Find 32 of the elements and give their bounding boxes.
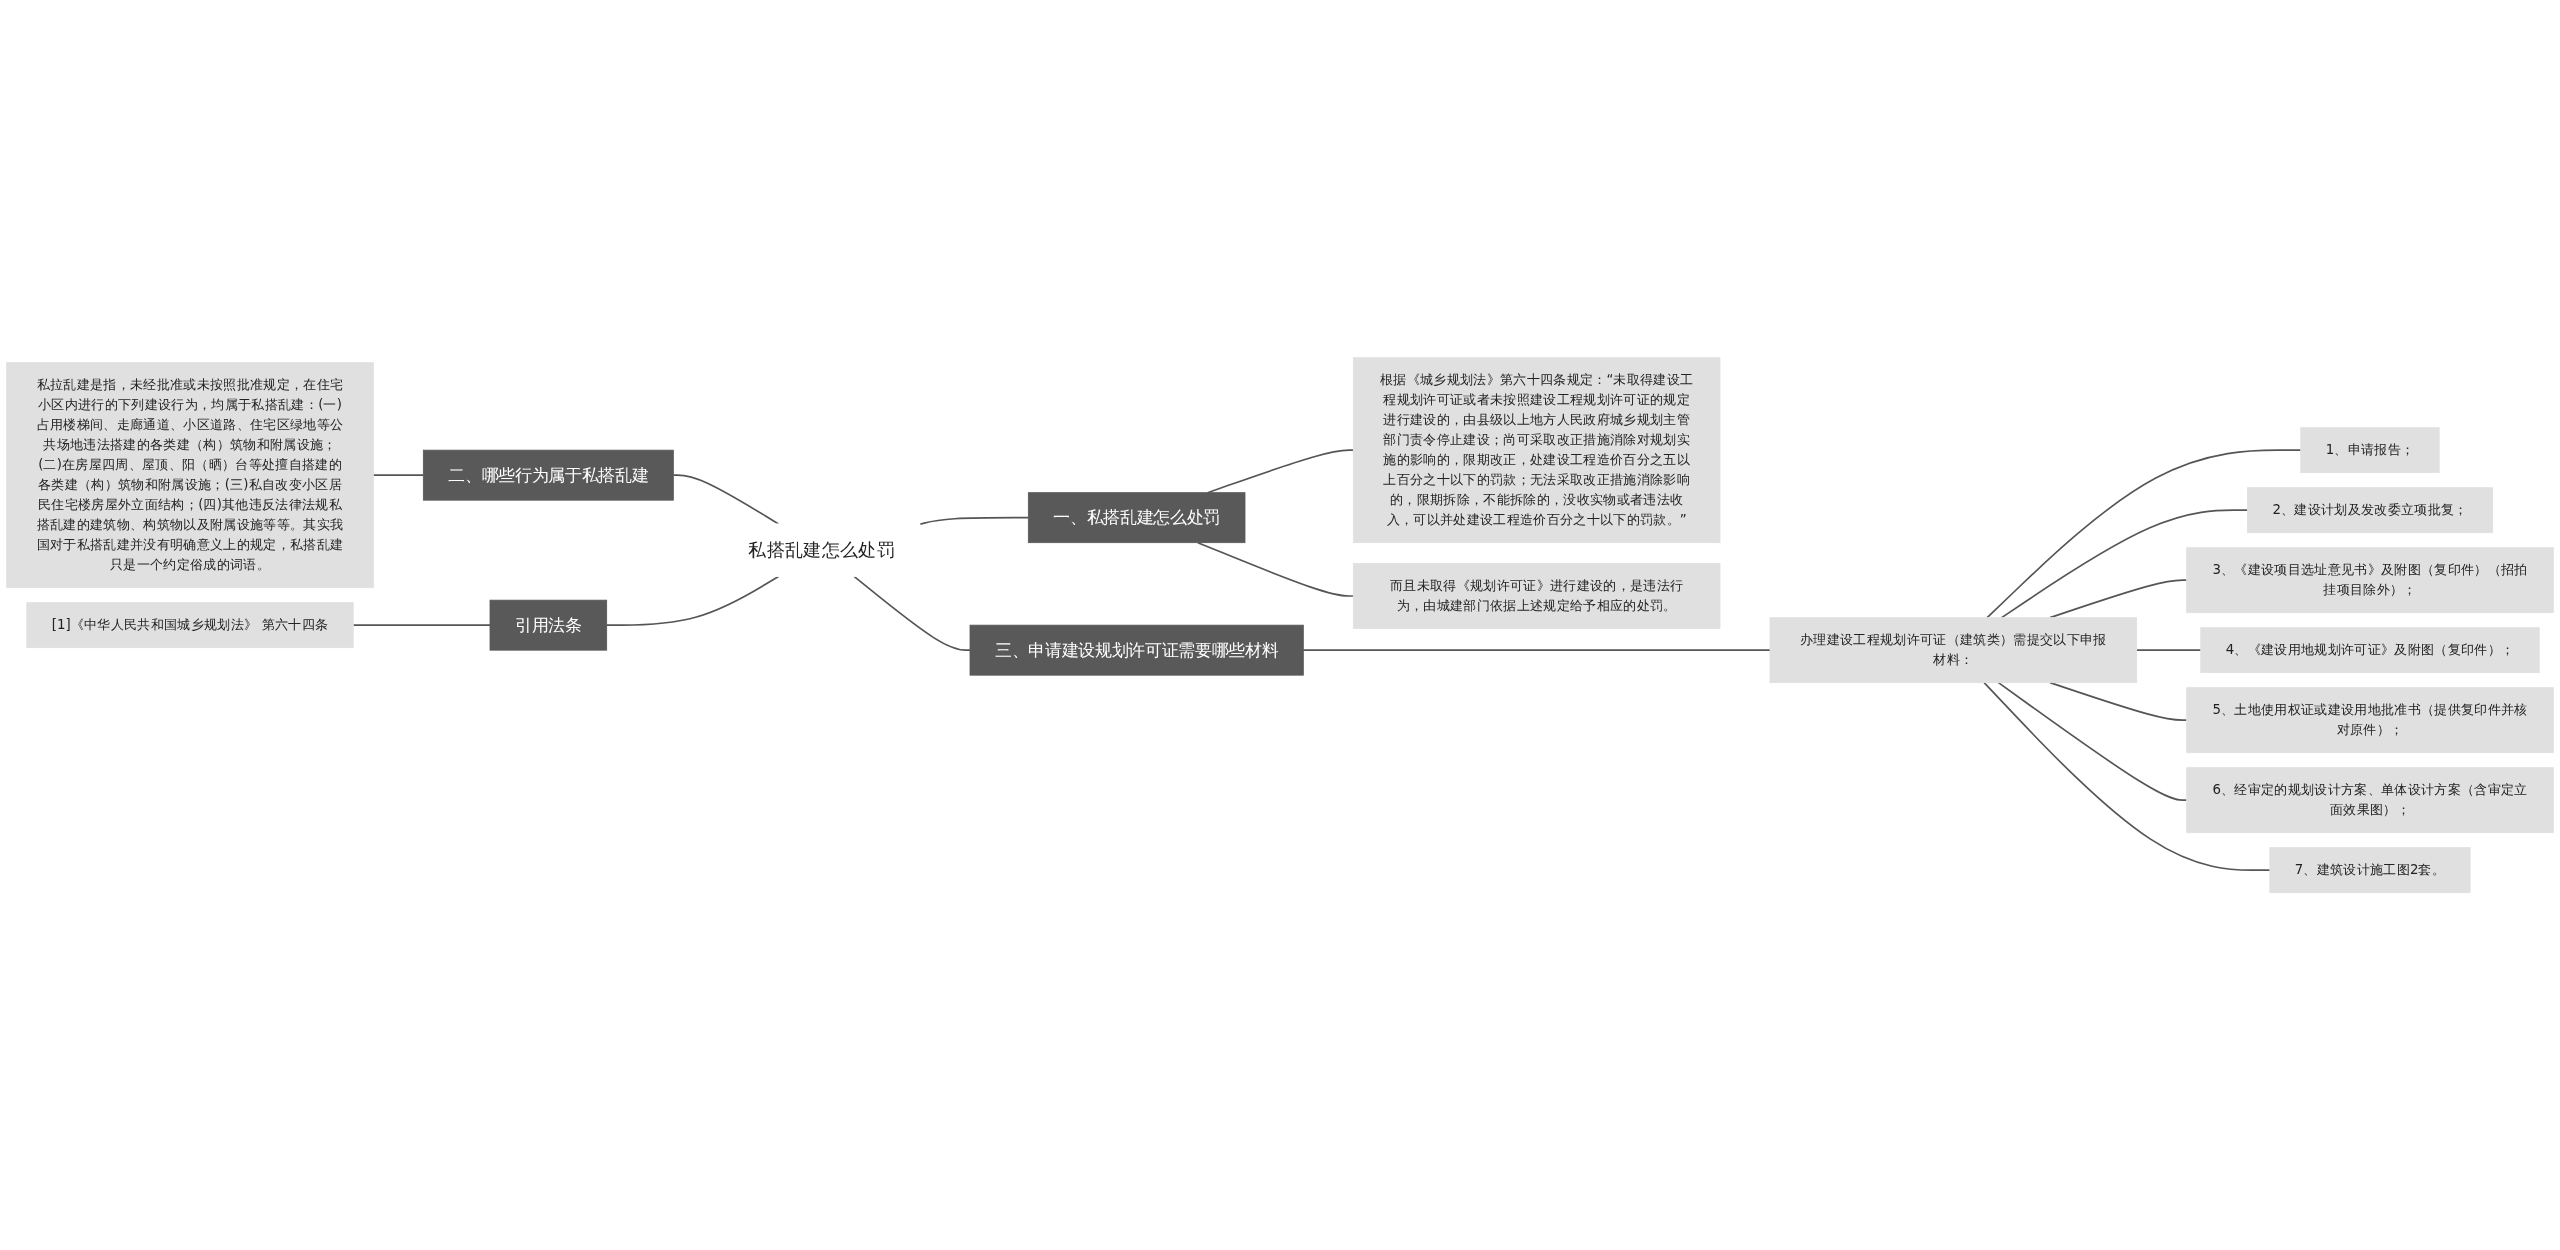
node-box: 3、《建设项目选址意见书》及附图（复印件）（招拍挂项目除外）； — [2186, 547, 2554, 613]
node-box: 而且未取得《规划许可证》进行建设的，是违法行为，由城建部门依据上述规定给予相应的处罚。 — [1352, 562, 1721, 629]
connector — [853, 575, 971, 651]
node-text: 私搭乱建怎么处罚 — [748, 539, 895, 561]
connector — [672, 474, 780, 525]
connector — [352, 624, 491, 626]
connector — [919, 516, 1030, 525]
connector — [2049, 681, 2188, 721]
node-box: 4、《建设用地规划许可证》及附图（复印件）； — [2200, 627, 2540, 673]
node-box: 引用法条 — [489, 599, 608, 651]
node-box: 根据《城乡规划法》第六十四条规定：“未取得建设工程规划许可证或者未按照建设工程规划许可证的规定进行建设的，由县级以上地方人民政府城乡规划主管部门责令停止建设；尚可采取改正措施消除对规划实施的影响的，限期改正，处建设工程造价百分之五以上百分之十以下的罚款；无法采取改正措施消除影响的，限期拆除，不能拆除的，没收实物或者违法收入，可以并处建设工程造价百分之十以下的罚款。” — [1352, 357, 1721, 543]
node-box: 1、申请报告； — [2300, 427, 2440, 473]
node-box: 6、经审定的规划设计方案、单体设计方案（含审定立面效果图）； — [2186, 767, 2554, 833]
node-box: 二、哪些行为属于私搭乱建 — [422, 449, 674, 501]
node-box: 2、建设计划及发改委立项批复； — [2247, 487, 2493, 533]
connector — [1983, 681, 2271, 871]
node-box: 一、私搭乱建怎么处罚 — [1027, 492, 1246, 543]
connector — [1302, 649, 1771, 651]
connector — [2049, 579, 2188, 619]
connector — [605, 575, 780, 626]
node-box: 7、建筑设计施工图2套。 — [2269, 847, 2471, 893]
connector — [2135, 649, 2202, 651]
node-box: [1]《中华人民共和国城乡规划法》 第六十四条 — [26, 602, 354, 648]
node-box: 办理建设工程规划许可证（建筑类）需提交以下申报材料： — [1769, 617, 2138, 683]
connector — [2000, 509, 2249, 619]
connector — [372, 474, 425, 476]
connector — [1197, 541, 1355, 597]
connector — [1986, 449, 2302, 619]
node-box: 私拉乱建是指，未经批准或未按照批准规定，在住宅小区内进行的下列建设行为，均属于私搭乱建：(一)占用楼梯间、走廊通道、小区道路、住宅区绿地等公共场地违法搭建的各类建（构）筑物和附属设施；(二)在房屋四周、屋顶、阳（晒）台等处擅自搭建的各类建（构）筑物和附属设施；(三)私自改变小区居民住宅楼房屋外立面结构；(四)其他违反法律法规私搭乱建的建筑物、构筑物以及附属设施等等。其实我国对于私搭乱建并没有明确意义上的规定，私搭乱建只是一个约定俗成的词语。 — [6, 362, 374, 588]
connector — [1997, 681, 2188, 801]
node-box: 5、土地使用权证或建设用地批准书（提供复印件并核对原件）； — [2186, 687, 2554, 753]
node-box: 三、申请建设规划许可证需要哪些材料 — [969, 624, 1304, 676]
